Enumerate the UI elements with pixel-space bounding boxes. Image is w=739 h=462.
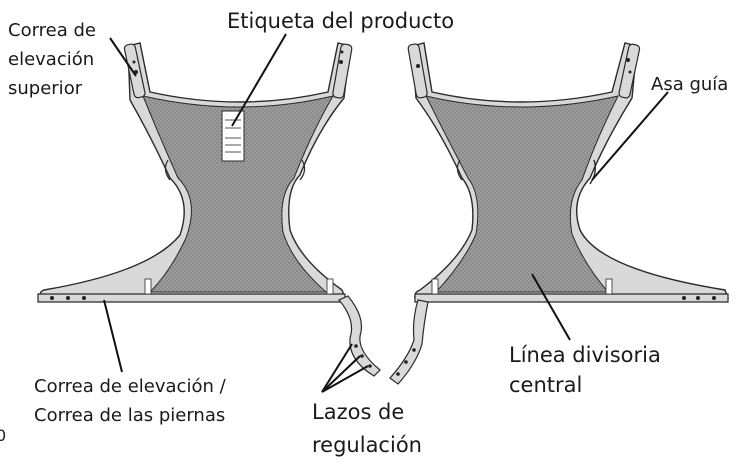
center-line-caption: Línea divisoria central — [509, 343, 661, 397]
left-upper-strap-end-right — [332, 43, 353, 99]
left-sling-mesh — [142, 95, 335, 293]
right-sling-mesh — [425, 95, 619, 293]
leader-loop-2 — [321, 355, 361, 393]
leader-leg-strap — [103, 299, 123, 373]
product-tag — [221, 110, 245, 162]
leader-upper-strap — [109, 37, 137, 77]
left-leg-strap-tail — [338, 295, 381, 377]
upper-strap-caption: Correa de elevación superior — [8, 20, 96, 99]
product-label-caption: Etiqueta del producto — [227, 9, 455, 33]
adjust-loops-caption: Lazos de regulación — [312, 400, 422, 457]
right-sling — [389, 42, 730, 385]
leader-guide-handle — [591, 91, 669, 181]
right-leg-strap — [414, 293, 729, 303]
leader-lines — [103, 33, 669, 393]
right-upper-strap-end-left — [407, 43, 428, 99]
left-sling — [37, 42, 381, 377]
page-number-fragment: 0 — [0, 426, 7, 445]
guide-handle — [589, 159, 597, 185]
leader-product-label — [231, 33, 287, 127]
leader-center-line — [531, 273, 571, 341]
leader-loop-3 — [321, 365, 369, 393]
leader-loop-1 — [321, 343, 353, 393]
leg-strap-caption: Correa de elevación / Correa de las pier… — [34, 376, 226, 426]
guide-handle-caption: Asa guía — [651, 74, 729, 95]
right-leg-strap-tail — [389, 299, 429, 385]
